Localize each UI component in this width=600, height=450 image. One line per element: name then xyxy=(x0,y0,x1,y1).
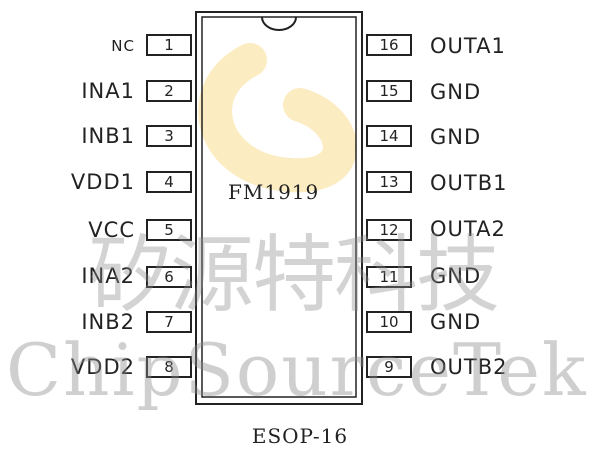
pin-5-box: 5 xyxy=(146,219,192,241)
pin-2-box: 2 xyxy=(146,80,192,102)
chip-name: FM1919 xyxy=(228,180,320,204)
pin-7-box: 7 xyxy=(146,311,192,333)
pin-9-box: 9 xyxy=(366,356,412,378)
pin-4-label: VDD1 xyxy=(70,170,135,194)
pin-6-box: 6 xyxy=(146,266,192,288)
pin-6-label: INA2 xyxy=(81,264,135,288)
pin-11-box: 11 xyxy=(366,266,412,288)
pin-8-label: VDD2 xyxy=(70,355,135,379)
package-label: ESOP-16 xyxy=(251,424,349,448)
pin-10-box: 10 xyxy=(366,311,412,333)
pin-15-label: GND xyxy=(430,80,482,104)
pin-8-box: 8 xyxy=(146,356,192,378)
pin-2-label: INA1 xyxy=(81,79,135,103)
pin-14-label: GND xyxy=(430,125,482,149)
watermark-chinese: 矽源特科技 xyxy=(88,226,500,324)
pin-16-label: OUTA1 xyxy=(430,34,506,58)
pin-12-box: 12 xyxy=(366,219,412,241)
chip-outline-inner xyxy=(201,16,357,398)
pin-13-box: 13 xyxy=(366,171,412,193)
pin-3-label: INB1 xyxy=(81,124,135,148)
pin-16-box: 16 xyxy=(366,34,412,56)
pin-11-label: GND xyxy=(430,264,482,288)
pin-4-box: 4 xyxy=(146,171,192,193)
pin-7-label: INB2 xyxy=(81,310,135,334)
pin-5-label: VCC xyxy=(88,218,135,242)
pin-1-label: NC xyxy=(111,37,135,55)
pin-14-box: 14 xyxy=(366,125,412,147)
pin-15-box: 15 xyxy=(366,80,412,102)
chip-notch xyxy=(261,16,297,31)
pin-9-label: OUTB2 xyxy=(430,355,508,379)
chip-outline-outer xyxy=(195,11,363,405)
pin-12-label: OUTA2 xyxy=(430,217,506,241)
pin-13-label: OUTB1 xyxy=(430,171,508,195)
watermark-logo-swoosh xyxy=(198,43,357,193)
pin-10-label: GND xyxy=(430,310,482,334)
watermark-english: ChipSourceTek xyxy=(6,328,588,412)
pin-3-box: 3 xyxy=(146,125,192,147)
pin-1-box: 1 xyxy=(146,34,192,56)
